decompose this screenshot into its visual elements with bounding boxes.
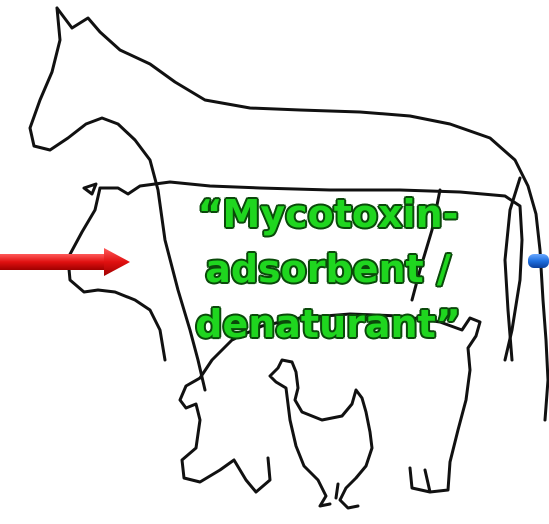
label-line-3: denaturant” bbox=[188, 305, 468, 343]
label-line-1: “Mycotoxin- bbox=[188, 195, 468, 233]
label-line-2: adsorbent / bbox=[188, 250, 468, 288]
input-arrow bbox=[0, 248, 130, 276]
chicken-outline bbox=[270, 360, 372, 508]
output-arrow bbox=[528, 254, 549, 268]
